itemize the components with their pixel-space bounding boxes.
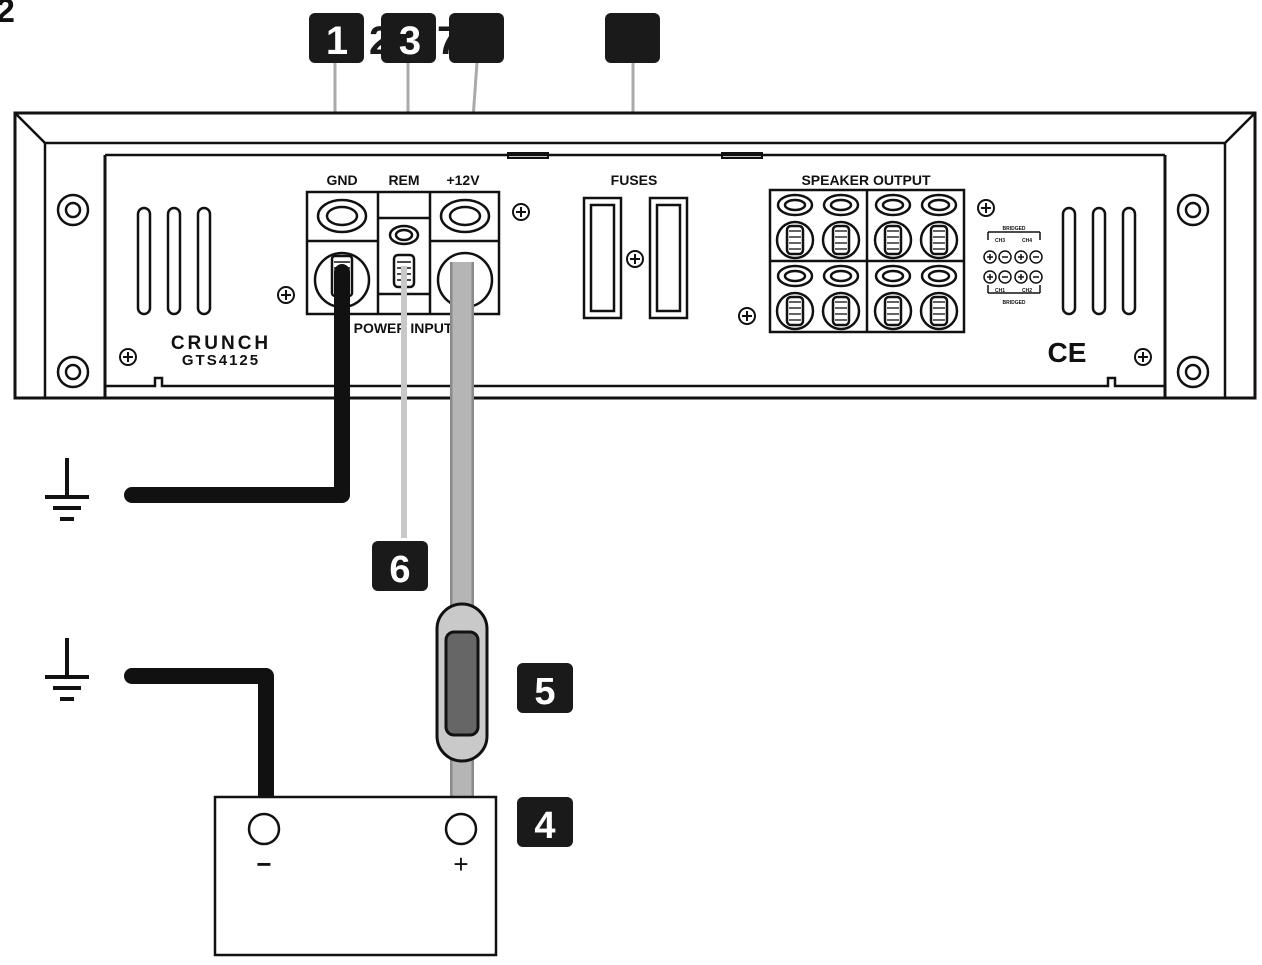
callout-remote-wire-label: 6 — [389, 549, 410, 591]
speaker-terminal — [919, 264, 959, 331]
callout-gnd: 1 — [309, 13, 364, 63]
inline-fuse-holder — [435, 602, 489, 763]
callout-battery-plus-label: 4 — [534, 805, 555, 847]
label-speaker-output: SPEAKER OUTPUT — [801, 172, 931, 188]
callout-inline-fuse-label: 5 — [534, 671, 555, 713]
vent-slots — [136, 206, 1137, 316]
ground-symbol-amp — [45, 458, 89, 521]
bridged-top-ch3: CH3 — [995, 238, 1005, 244]
speaker-terminal — [775, 193, 815, 260]
callout-rem-label: 3 — [399, 19, 421, 63]
bridged-top-label: BRIDGED — [1002, 226, 1025, 232]
battery-ground-wire — [124, 668, 274, 823]
battery — [213, 795, 498, 957]
label-rem: REM — [388, 172, 419, 188]
callout-fuses — [605, 13, 660, 63]
speaker-output-block — [768, 188, 966, 334]
speaker-terminal — [821, 193, 861, 260]
callout-rem: 3 — [381, 13, 436, 63]
mounting-holes — [56, 193, 1210, 389]
brand-name: CRUNCH — [171, 333, 271, 354]
speaker-terminal — [775, 264, 815, 331]
callout-inline-fuse: 5 — [517, 663, 573, 713]
figure-number: 2 — [0, 0, 15, 30]
callout-gnd-label: 1 — [326, 19, 348, 63]
battery-minus-sign: − — [256, 849, 271, 879]
bridged-bottom-ch2: CH2 — [1022, 288, 1032, 294]
ce-mark: CE — [1048, 337, 1087, 368]
bridged-terminals — [983, 250, 1043, 284]
bridged-bottom-label: BRIDGED — [1002, 300, 1025, 306]
battery-plus-sign: + — [453, 849, 468, 879]
callout-plus12 — [449, 13, 504, 63]
speaker-terminal — [919, 193, 959, 260]
label-gnd: GND — [326, 172, 357, 188]
speaker-terminal — [873, 264, 913, 331]
callout-remote-wire: 6 — [372, 541, 428, 591]
model-name: GTS4125 — [182, 352, 260, 369]
speaker-terminal — [873, 193, 913, 260]
amp-ground-wire — [124, 264, 350, 503]
bridged-panel — [987, 231, 1041, 294]
bridged-top-ch4: CH4 — [1022, 238, 1032, 244]
bridged-bottom-ch1: CH1 — [995, 288, 1005, 294]
callout-battery-plus: 4 — [517, 797, 573, 847]
ground-symbol-battery — [45, 638, 89, 701]
label-plus12: +12V — [446, 172, 480, 188]
speaker-terminal — [821, 264, 861, 331]
label-fuses: FUSES — [611, 172, 658, 188]
battery-negative-terminal — [247, 812, 281, 846]
battery-positive-terminal — [444, 812, 478, 846]
panel-screws — [119, 199, 1152, 366]
fuse-block — [582, 196, 689, 320]
